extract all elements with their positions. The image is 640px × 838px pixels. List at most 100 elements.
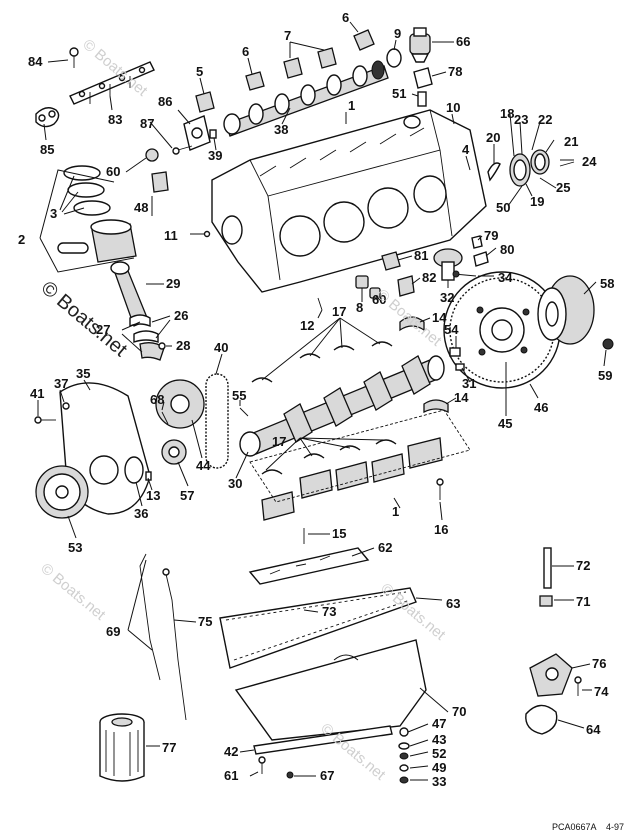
callout-66: 66 (456, 34, 470, 49)
callout-32: 32 (440, 290, 454, 305)
callout-80: 80 (500, 242, 514, 257)
part-81-fitting (381, 251, 401, 271)
part-37-dowel (62, 402, 70, 410)
callout-17: 17 (272, 434, 286, 449)
callout-35: 35 (76, 366, 90, 381)
callout-85: 85 (40, 142, 54, 157)
part-14-thrust-bearing-upper (399, 316, 425, 332)
part-24-screw (559, 161, 575, 167)
part-11-pin (203, 230, 211, 238)
callout-60: 60 (372, 292, 386, 307)
part-77-oil-filter (99, 713, 145, 782)
callout-8: 8 (356, 300, 363, 315)
callout-20: 20 (486, 130, 500, 145)
callout-11: 11 (164, 228, 178, 243)
watermark-main: © Boats.net (37, 277, 132, 361)
callout-84: 84 (28, 54, 43, 69)
part-38-camshaft (223, 60, 389, 137)
callout-15: 15 (332, 526, 346, 541)
callout-39: 39 (208, 148, 222, 163)
callout-42: 42 (224, 744, 238, 759)
callout-73: 73 (322, 604, 336, 619)
part-60-plug-lower (369, 287, 381, 299)
callout-77: 77 (162, 740, 176, 755)
part-44-cam-sprocket (155, 379, 205, 429)
part-42-seal (253, 725, 393, 755)
part-47-drain-plug (399, 727, 409, 737)
callout-59: 59 (598, 368, 612, 383)
callout-27: 27 (96, 322, 110, 337)
callout-68: 68 (150, 392, 164, 407)
part-33-nut (399, 776, 409, 784)
leader-lines (37, 21, 607, 781)
callout-21: 21 (564, 134, 578, 149)
callout-58: 58 (600, 276, 614, 291)
part-69-dipstick-tube (139, 553, 161, 681)
part-40-timing-chain (205, 373, 229, 469)
callout-6: 6 (342, 10, 349, 25)
watermark-faint: © Boats.net (37, 560, 109, 624)
callout-46: 46 (534, 400, 548, 415)
callout-1: 1 (348, 98, 355, 113)
callout-7: 7 (284, 28, 291, 43)
callout-50: 50 (496, 200, 510, 215)
part-46-flywheel (443, 271, 561, 389)
part-49-washer (399, 764, 409, 772)
callout-74: 74 (594, 684, 609, 699)
callout-19: 19 (530, 194, 544, 209)
callout-67: 67 (320, 768, 334, 783)
callout-25: 25 (556, 180, 570, 195)
callout-1: 1 (392, 504, 399, 519)
part-8-plug (355, 275, 369, 289)
part-83-rocker-rail (69, 61, 155, 105)
part-82-fitting (397, 275, 415, 297)
callout-31: 31 (462, 376, 476, 391)
callout-13: 13 (146, 488, 160, 503)
callout-22: 22 (538, 112, 552, 127)
part-36-seal (124, 456, 144, 484)
part-71-collar (539, 595, 553, 607)
part-39-key (209, 129, 217, 139)
part-1-engine-block (211, 109, 487, 293)
callout-75: 75 (198, 614, 212, 629)
part-58-coupler (537, 275, 595, 345)
callout-30: 30 (228, 476, 242, 491)
callout-82: 82 (422, 270, 436, 285)
callout-23: 23 (514, 112, 528, 127)
part-80-plug (473, 251, 489, 267)
part-78-fitting (413, 67, 433, 89)
callout-45: 45 (498, 416, 512, 431)
part-60-plug (145, 148, 159, 162)
part-87-bolt (172, 145, 193, 155)
part-26-rod-bearings (129, 314, 159, 343)
part-85-rocker-link (35, 107, 60, 128)
callout-2: 2 (18, 232, 25, 247)
part-17-main-bearings-upper (251, 341, 393, 383)
callout-24: 24 (582, 154, 597, 169)
part-41-bolt (34, 416, 56, 424)
callout-6: 6 (242, 44, 249, 59)
drawing-code-date: 4-97 (606, 822, 624, 832)
callout-12: 12 (300, 318, 314, 333)
callout-41: 41 (30, 386, 44, 401)
callout-71: 71 (576, 594, 590, 609)
callout-43: 43 (432, 732, 446, 747)
callout-26: 26 (174, 308, 188, 323)
part-86-thrust-plate (183, 115, 211, 151)
callout-81: 81 (414, 248, 428, 263)
callout-3: 3 (50, 206, 57, 221)
callout-87: 87 (140, 116, 154, 131)
part-61-bolt (258, 756, 266, 774)
callout-29: 29 (166, 276, 180, 291)
part-52-plug (399, 752, 409, 760)
part-70-oil-pan (234, 639, 427, 741)
part-72-pickup-shaft (543, 547, 552, 589)
part-6-cam-bearing (245, 29, 375, 91)
part-74-bolt (574, 676, 582, 696)
part-12-dowel (317, 297, 323, 311)
callout-18: 18 (500, 106, 514, 121)
callout-48: 48 (134, 200, 148, 215)
callout-33: 33 (432, 774, 446, 789)
callout-16: 16 (434, 522, 448, 537)
